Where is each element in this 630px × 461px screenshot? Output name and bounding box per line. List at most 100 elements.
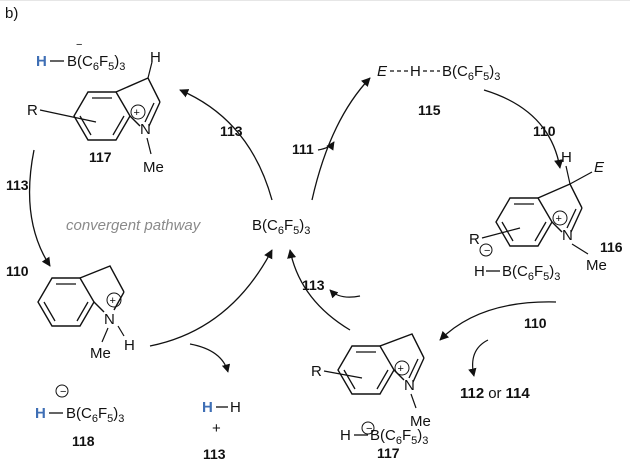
cn-double-inner bbox=[408, 358, 419, 379]
nitrogen: N bbox=[404, 377, 415, 394]
arrow-cat-to-115 bbox=[311, 77, 371, 201]
minus-charge: − bbox=[484, 245, 490, 257]
cn-double-inner bbox=[144, 102, 155, 123]
indoleninium-117-bottom: N + Me R bbox=[311, 333, 431, 430]
n-me-bond bbox=[146, 137, 152, 155]
r-bond bbox=[481, 227, 521, 239]
minus-charge: − bbox=[366, 423, 372, 435]
compound-number: 116 bbox=[600, 239, 623, 255]
n-me-bond bbox=[101, 327, 109, 343]
hydride-h: H bbox=[36, 53, 47, 70]
r-group: R bbox=[469, 231, 480, 248]
r-bond bbox=[39, 109, 97, 123]
borane-label: B(C6F5)3 bbox=[442, 63, 500, 83]
positive-charge-circle bbox=[130, 104, 146, 120]
charge-circle bbox=[479, 243, 493, 257]
plus-sign: + bbox=[556, 213, 562, 225]
c-h-bond bbox=[147, 61, 153, 79]
double-bond bbox=[534, 221, 547, 242]
borohydride-118: − H B(C6F5)3 118 bbox=[35, 384, 124, 449]
double-bond bbox=[76, 301, 89, 322]
arrow-113-out bbox=[329, 289, 361, 299]
arrow-116-to-117 bbox=[439, 301, 557, 341]
compound-number: 118 bbox=[72, 433, 95, 449]
product-112: 112 bbox=[460, 385, 484, 402]
indolinium-118: N + Me H bbox=[37, 265, 135, 362]
cn-double bbox=[412, 357, 425, 383]
bridging-h: H bbox=[410, 63, 421, 80]
arrow-117-to-cat bbox=[287, 249, 351, 331]
double-bond bbox=[376, 369, 389, 390]
benzene-ring bbox=[337, 345, 395, 395]
borane-label: B(C6F5)3 bbox=[370, 427, 428, 447]
or-word: or bbox=[488, 385, 501, 402]
five-ring-bonds bbox=[115, 77, 161, 103]
r-bond bbox=[323, 370, 363, 379]
label-113-top: 113 bbox=[220, 123, 243, 139]
cn-double bbox=[148, 101, 161, 127]
nitrogen: N bbox=[140, 121, 151, 138]
borane-label: B(C6F5)3 bbox=[66, 405, 124, 425]
compound-number: 113 bbox=[203, 446, 226, 461]
top-divider bbox=[0, 0, 630, 1]
minus-charge: − bbox=[76, 39, 82, 51]
pathway-label: convergent pathway bbox=[66, 217, 202, 234]
methyl: Me bbox=[410, 413, 431, 430]
nitrogen: N bbox=[104, 311, 115, 328]
benzene-ring bbox=[73, 91, 131, 141]
label-111: 111 bbox=[292, 141, 314, 157]
borane-label: B(C6F5)3 bbox=[67, 53, 125, 73]
methyl: Me bbox=[143, 159, 164, 176]
c-e-bond bbox=[569, 171, 593, 185]
five-ring-bonds bbox=[79, 265, 125, 293]
arrow-118-to-cat bbox=[149, 249, 273, 347]
benzene-ring bbox=[37, 277, 95, 327]
compound-number: 117 bbox=[377, 445, 400, 461]
arrow-115-to-116 bbox=[483, 89, 564, 169]
hydrogen-blue: H bbox=[202, 399, 213, 416]
double-bond bbox=[112, 115, 125, 136]
c3-h: H bbox=[561, 149, 572, 166]
ring-fusion-bond bbox=[93, 301, 105, 313]
label-110-left: 110 bbox=[6, 263, 29, 279]
plus-sign: + bbox=[110, 295, 116, 307]
panel-label: b) bbox=[5, 5, 18, 22]
charge-circle bbox=[361, 421, 375, 435]
arrow-h2-out bbox=[189, 343, 231, 373]
plus-sign: + bbox=[212, 420, 221, 437]
hydride-h: H bbox=[474, 263, 485, 280]
ring-fusion-bond bbox=[129, 115, 141, 127]
positive-charge-circle bbox=[394, 360, 410, 376]
c-h-bond bbox=[565, 165, 571, 185]
hydride-h: H bbox=[340, 427, 351, 444]
label-113-lower: 113 bbox=[302, 277, 325, 293]
methyl: Me bbox=[586, 257, 607, 274]
arrow-111-in bbox=[317, 141, 335, 151]
c3-h: H bbox=[150, 49, 161, 66]
n-me-bond bbox=[571, 243, 589, 255]
benzene-ring bbox=[495, 197, 553, 247]
five-ring-bonds bbox=[379, 333, 425, 359]
borohydride-116: − H B(C6F5)3 bbox=[474, 243, 560, 283]
arrow-cat-to-117 bbox=[179, 89, 273, 201]
positive-charge-circle bbox=[106, 292, 122, 308]
borohydride-top: − H B(C6F5)3 H bbox=[36, 39, 161, 73]
electrophile-e: E bbox=[594, 159, 605, 176]
label-110-right: 110 bbox=[533, 123, 556, 139]
cn-double-inner bbox=[566, 208, 577, 229]
n-h-bond bbox=[117, 325, 125, 337]
compound-number: 115 bbox=[418, 102, 441, 118]
five-ring-bonds bbox=[537, 183, 583, 209]
n-h: H bbox=[124, 337, 135, 354]
nitrogen: N bbox=[562, 227, 573, 244]
ring-fusion-bond bbox=[551, 221, 563, 233]
double-bond bbox=[43, 301, 56, 322]
positive-charge-circle bbox=[552, 210, 568, 226]
arrow-to-products bbox=[468, 339, 489, 377]
label-110-lower: 110 bbox=[524, 315, 547, 331]
cn-double bbox=[570, 207, 583, 233]
hydrogen: H bbox=[230, 399, 241, 416]
methyl: Me bbox=[90, 345, 111, 362]
